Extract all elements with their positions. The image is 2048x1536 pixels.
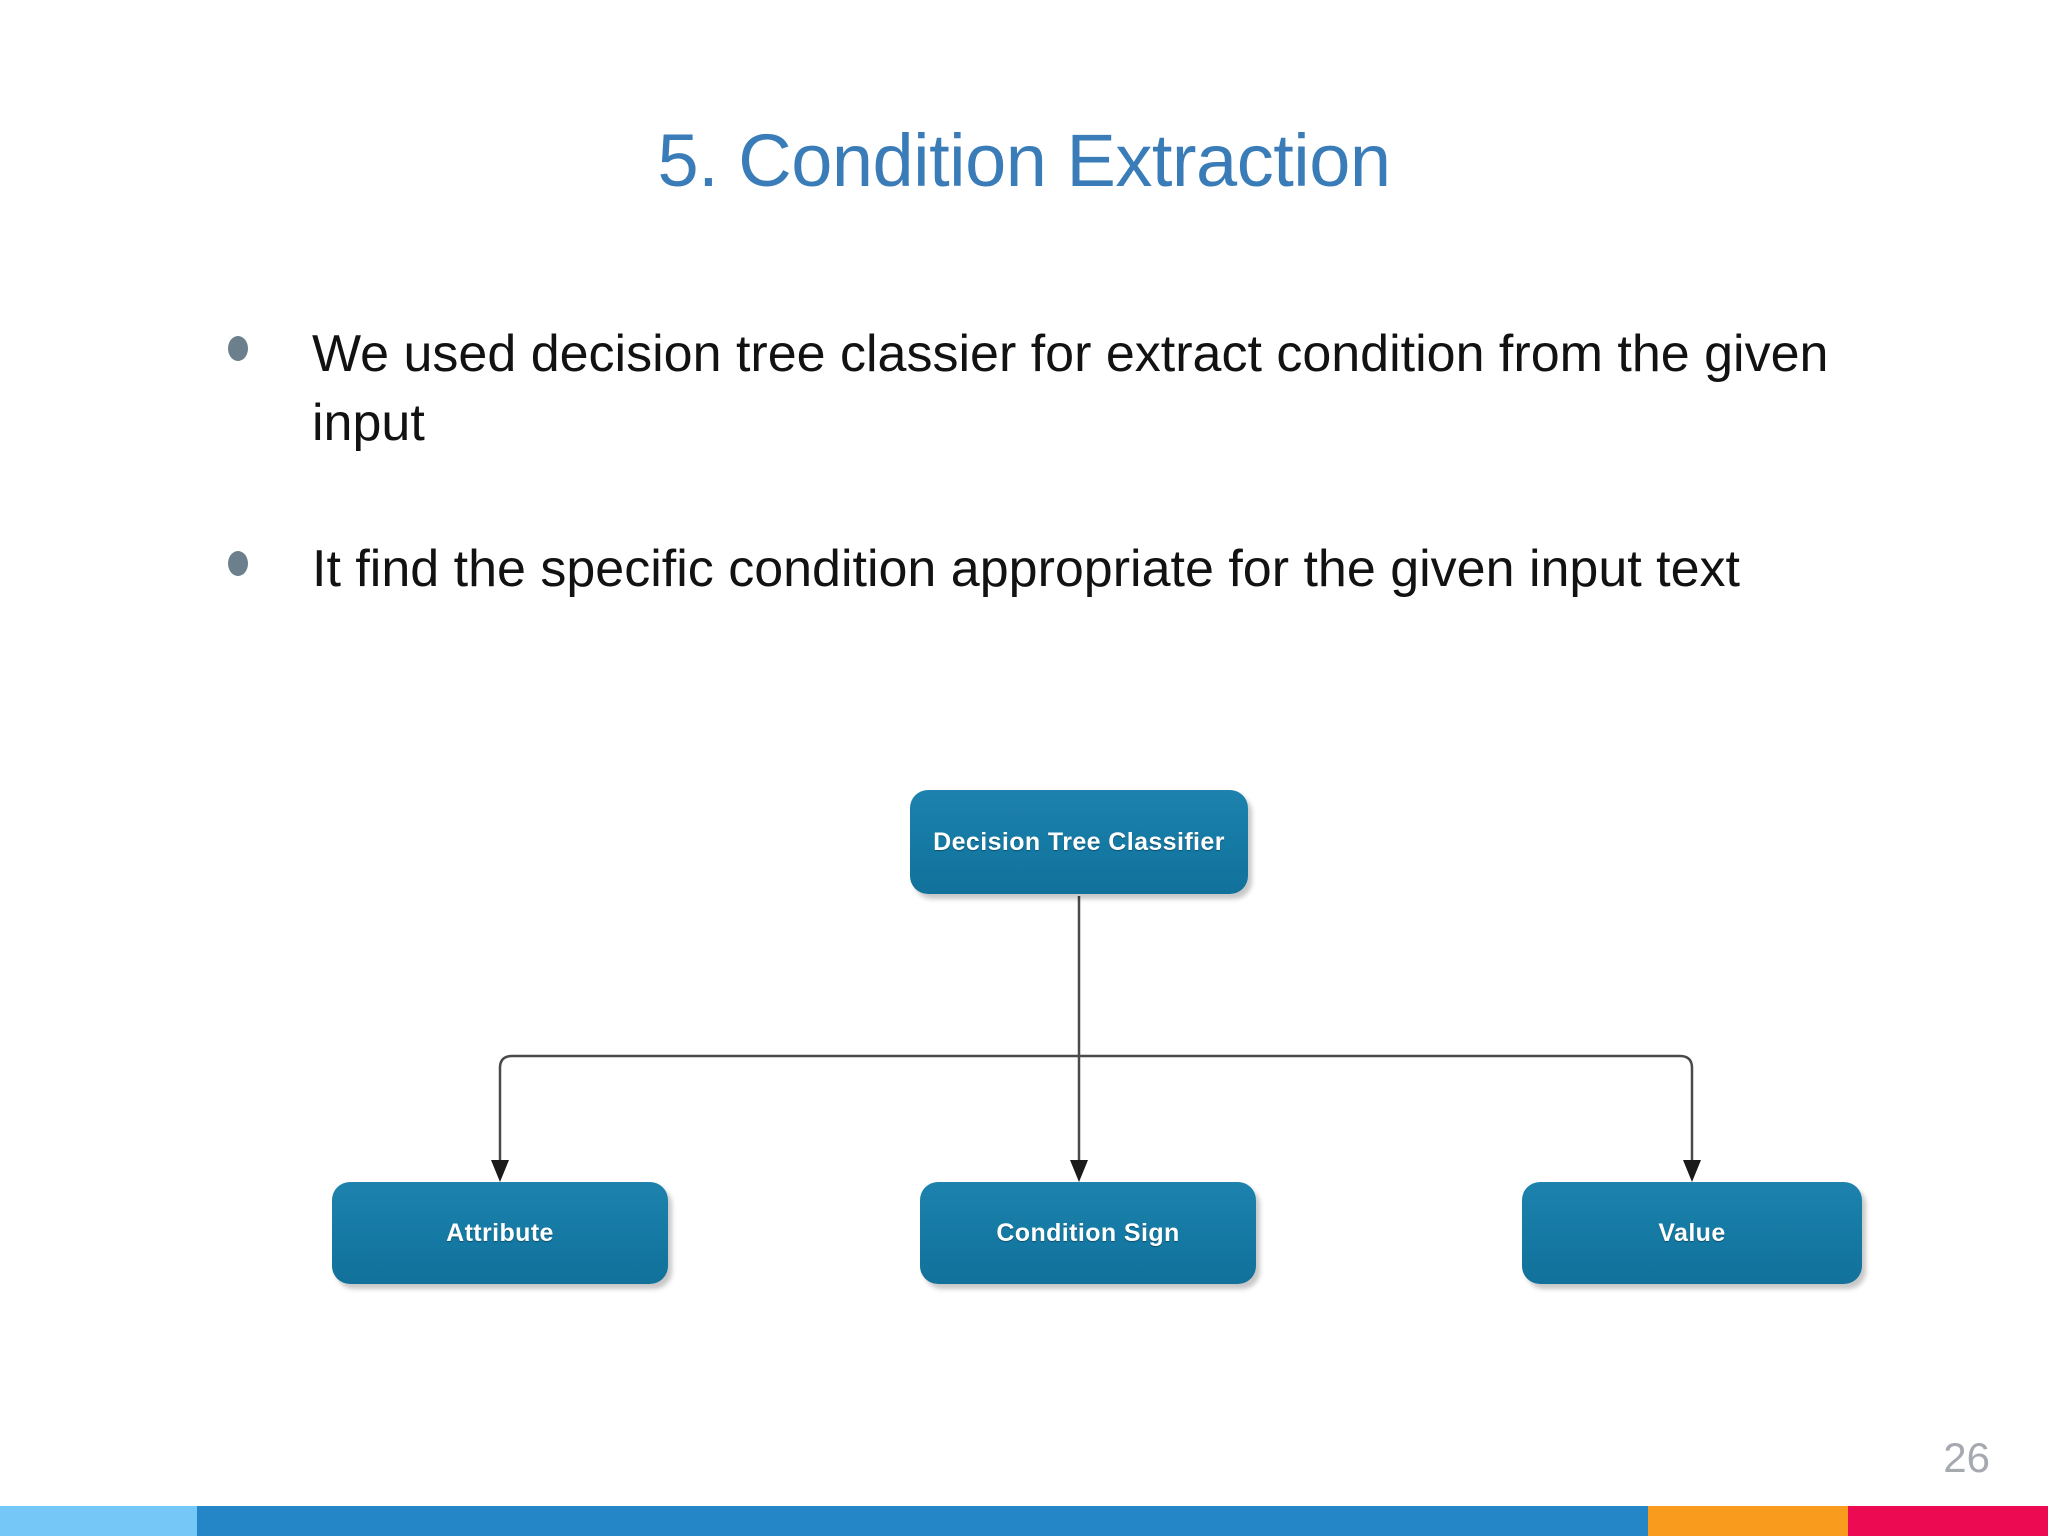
bullet-text: It find the specific condition appropria… [312, 540, 1740, 599]
bar-segment-crimson [1848, 1506, 2048, 1536]
bottom-color-bar [0, 1506, 2048, 1536]
node-label: Condition Sign [996, 1218, 1180, 1247]
page-title: 5. Condition Extraction [657, 119, 1391, 202]
node-attribute[interactable]: Attribute [332, 1182, 668, 1284]
node-label: Value [1658, 1218, 1726, 1247]
node-label: Decision Tree Classifier [933, 827, 1225, 856]
bullet-dot-icon [228, 551, 250, 577]
page-number: 26 [1943, 1434, 1990, 1481]
bar-segment-light-blue [0, 1506, 197, 1536]
list-item: We used decision tree classier for extra… [228, 320, 1868, 457]
bullet-list: We used decision tree classier for extra… [228, 320, 1868, 682]
bullet-dot-icon [228, 336, 250, 362]
node-value[interactable]: Value [1522, 1182, 1862, 1284]
diagram-connectors [491, 896, 1701, 1182]
decision-tree-diagram: Decision Tree Classifier Attribute Condi… [0, 760, 2048, 1320]
bar-segment-blue [197, 1506, 1648, 1536]
bullet-text: We used decision tree classier for extra… [312, 325, 1829, 452]
bar-segment-orange [1648, 1506, 1848, 1536]
node-condition-sign[interactable]: Condition Sign [920, 1182, 1256, 1284]
node-label: Attribute [446, 1218, 554, 1247]
node-decision-tree-classifier[interactable]: Decision Tree Classifier [910, 790, 1248, 894]
list-item: It find the specific condition appropria… [228, 535, 1868, 604]
